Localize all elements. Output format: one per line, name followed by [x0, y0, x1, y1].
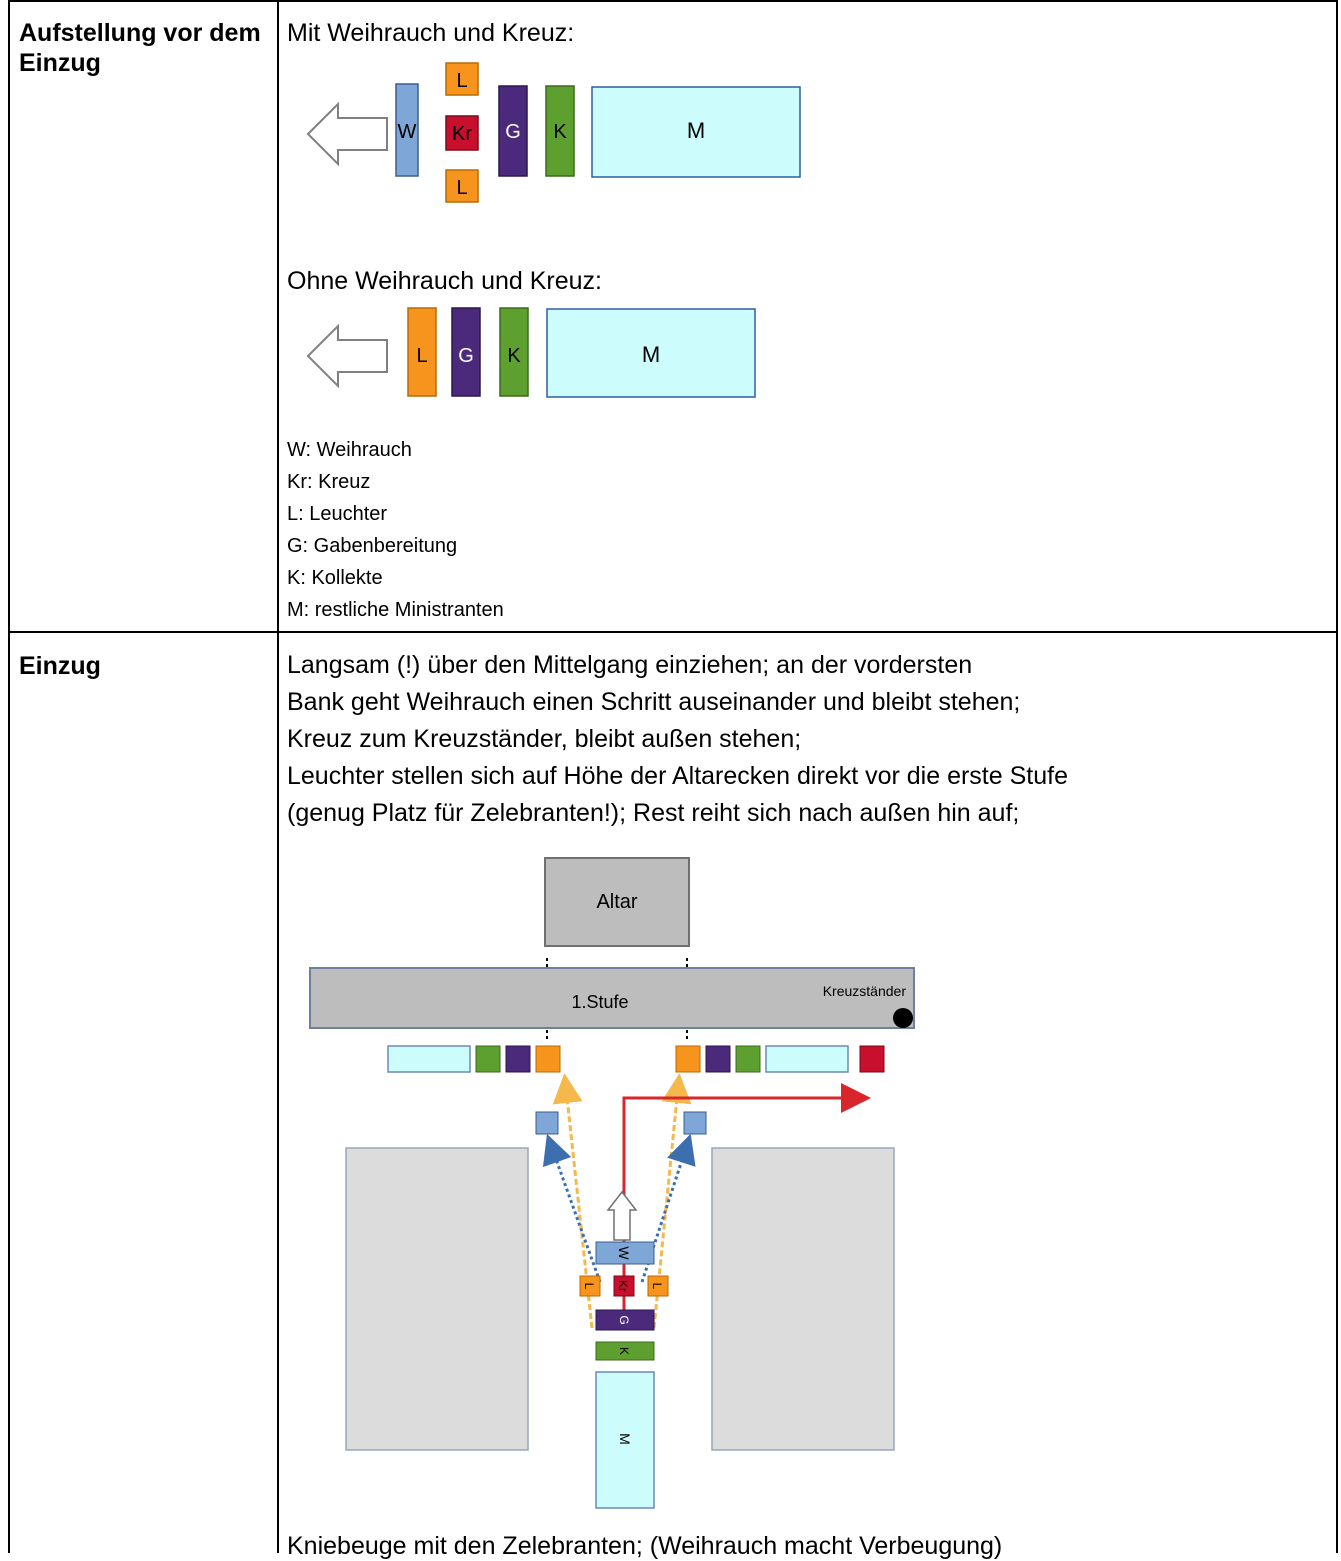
- svg-text:W: W: [616, 1246, 632, 1260]
- svg-text:Kr: Kr: [452, 123, 472, 145]
- box-l: [407, 307, 437, 397]
- svg-text:K: K: [507, 345, 521, 367]
- einzug-line-2: Bank geht Weihrauch einen Schritt ausein…: [287, 688, 1021, 716]
- row-divider: [8, 631, 1338, 633]
- table-right-border: [1336, 0, 1338, 1553]
- direction-arrow-icon: [306, 101, 388, 167]
- legend-leuchter: L: Leuchter: [287, 503, 388, 525]
- svg-text:Kr: Kr: [616, 1280, 630, 1292]
- cross-stand-marker: [893, 1008, 913, 1028]
- procession-direction-icon: [606, 1190, 638, 1241]
- svg-text:Kreuzständer: Kreuzständer: [823, 983, 907, 999]
- svg-text:K: K: [617, 1347, 631, 1355]
- svg-text:L: L: [582, 1283, 596, 1290]
- box-l: [445, 169, 479, 203]
- einzug-line-4: Leuchter stellen sich auf Höhe der Altar…: [287, 762, 1068, 790]
- direction-arrow-icon: [306, 323, 388, 389]
- svg-text:L: L: [416, 345, 427, 367]
- box-w: [395, 83, 419, 177]
- legend-kreuz: Kr: Kreuz: [287, 471, 371, 493]
- svg-text:G: G: [617, 1315, 631, 1324]
- pew-block-left: [345, 1147, 529, 1451]
- box-l: [445, 62, 479, 96]
- svg-text:Altar: Altar: [596, 891, 637, 913]
- einzug-line-1: Langsam (!) über den Mittelgang einziehe…: [287, 651, 973, 679]
- row-heading-aufstellung: Aufstellung vor dem Einzug: [19, 19, 261, 77]
- svg-text:G: G: [505, 121, 521, 143]
- legend-kollekte: K: Kollekte: [287, 567, 383, 589]
- legend-weihrauch: W: Weihrauch: [287, 439, 412, 461]
- table-left-border: [8, 0, 10, 1553]
- box-k: [545, 85, 575, 177]
- svg-text:G: G: [458, 345, 474, 367]
- svg-text:M: M: [617, 1433, 633, 1445]
- label-without-incense-cross: Ohne Weihrauch und Kreuz:: [287, 267, 603, 295]
- svg-text:M: M: [642, 342, 660, 367]
- einzug-bottom-line: Kniebeuge mit den Zelebranten; (Weihrauc…: [287, 1532, 1003, 1560]
- box-kr: [445, 115, 479, 151]
- church-floor-plan: Altar 1.Stufe Kreuzständer: [309, 857, 915, 1509]
- row-heading-einzug: Einzug: [19, 652, 101, 680]
- svg-text:L: L: [650, 1283, 664, 1290]
- formation-diagram-with-cross: W L Kr L G K M: [306, 62, 801, 203]
- box-k: [499, 307, 529, 397]
- table-top-border: [8, 0, 1338, 2]
- svg-text:M: M: [687, 118, 705, 143]
- formation-diagram-without-cross: L G K M: [306, 307, 756, 398]
- svg-text:K: K: [553, 121, 567, 143]
- einzug-line-5: (genug Platz für Zelebranten!); Rest rei…: [287, 799, 1020, 827]
- svg-text:1.Stufe: 1.Stufe: [571, 992, 628, 1012]
- label-with-incense-cross: Mit Weihrauch und Kreuz:: [287, 19, 575, 47]
- einzug-line-3: Kreuz zum Kreuzständer, bleibt außen ste…: [287, 725, 802, 753]
- column-divider: [277, 0, 279, 1553]
- svg-text:L: L: [456, 177, 467, 199]
- pew-block-right: [711, 1147, 895, 1451]
- svg-text:W: W: [398, 121, 417, 143]
- box-g: [451, 307, 481, 397]
- svg-text:L: L: [456, 70, 467, 92]
- box-m: [591, 86, 801, 178]
- box-g: [498, 85, 528, 177]
- box-m: [546, 308, 756, 398]
- legend-gabenbereitung: G: Gabenbereitung: [287, 535, 458, 557]
- legend-ministranten: M: restliche Ministranten: [287, 599, 504, 621]
